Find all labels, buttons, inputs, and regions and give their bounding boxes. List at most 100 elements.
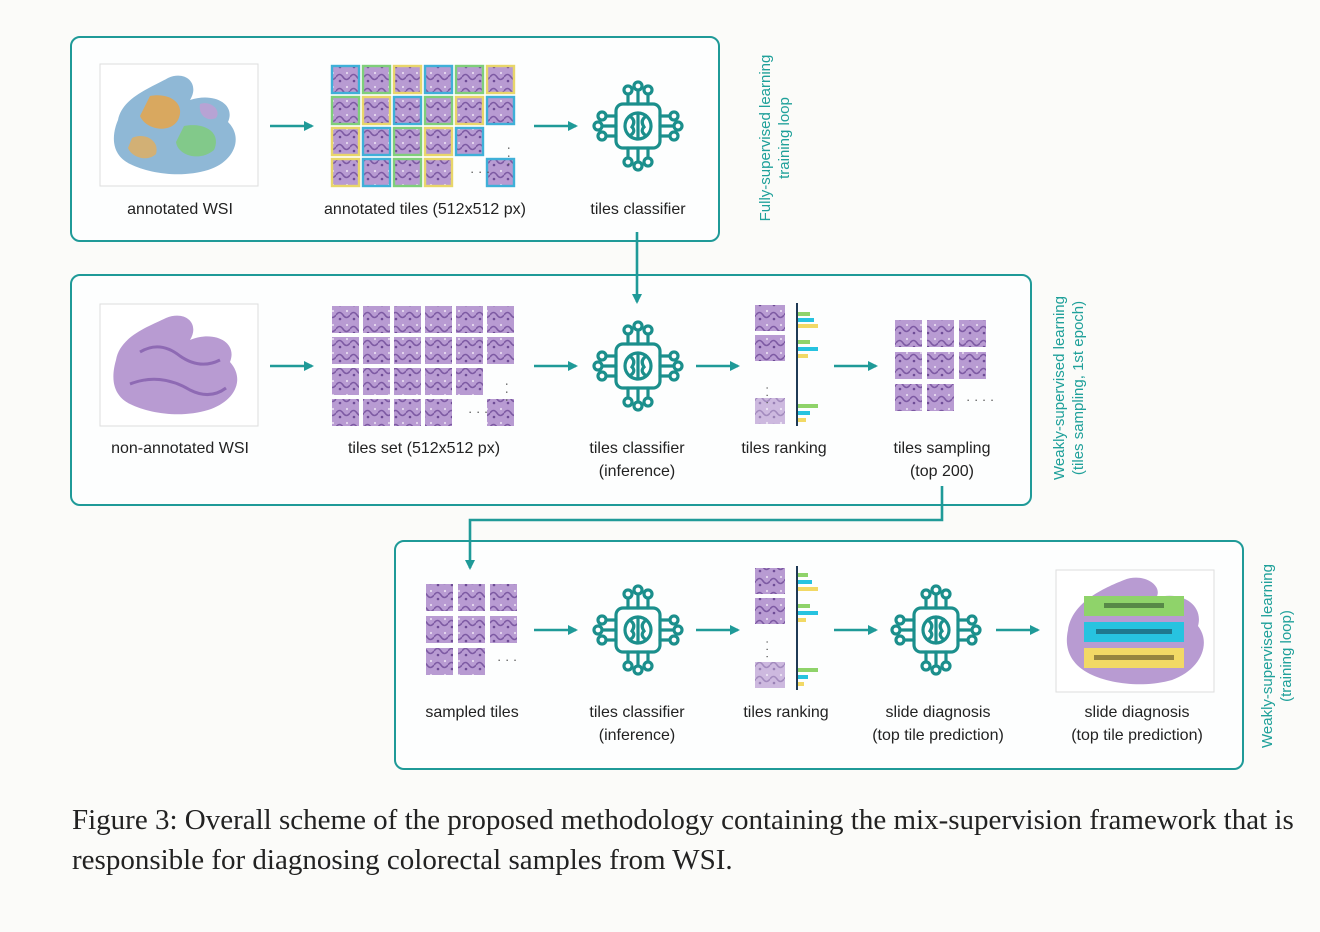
label-tiles-ranking: tiles ranking: [741, 440, 827, 457]
figure-caption: Figure 3: Overall scheme of the proposed…: [72, 804, 1294, 876]
tile: [485, 157, 516, 188]
tile: [425, 306, 452, 333]
sampled-tiles-loop-grid: [426, 584, 517, 675]
tile: [394, 306, 421, 333]
tile: [332, 337, 359, 364]
tile: [456, 337, 483, 364]
tile: [330, 157, 361, 188]
tile: [458, 584, 485, 611]
sampled-ellipsis: · · ·: [497, 652, 517, 667]
tile: [895, 352, 922, 379]
tile: [392, 64, 423, 95]
tile: [363, 306, 390, 333]
tile: [927, 320, 954, 347]
tile: [485, 95, 516, 126]
tiles-ellipsis-v: · · ·: [502, 146, 517, 166]
label-tiles-classifier-inference: tiles classifier(inference): [589, 440, 685, 480]
slide-diagnosis-image: [1055, 569, 1215, 693]
tile: [426, 616, 453, 643]
tile: [425, 368, 452, 395]
tile: [332, 399, 359, 426]
tile: [425, 337, 452, 364]
tile: [363, 368, 390, 395]
side-label-weakly-training: Weakly-supervised learning(training loop…: [1259, 564, 1295, 748]
tiles-classifier-inference-icon: [592, 320, 684, 412]
tile: [330, 64, 361, 95]
label-tiles-set: tiles set (512x512 px): [347, 440, 501, 457]
tile: [487, 399, 514, 426]
label-slide-diagnosis-2: slide diagnosis(top tile prediction): [1071, 704, 1203, 744]
tile: [330, 95, 361, 126]
tile: [361, 64, 392, 95]
tiles-set-ellipsis-h: · · ·: [468, 404, 488, 419]
tile: [361, 126, 392, 157]
non-annotated-wsi-image: [99, 303, 259, 427]
tile: [392, 95, 423, 126]
tile: [490, 584, 517, 611]
tile: [959, 320, 986, 347]
label-non-annotated-wsi: non-annotated WSI: [111, 440, 249, 457]
tile: [456, 306, 483, 333]
tile: [487, 306, 514, 333]
tiles-set-grid: [332, 306, 514, 426]
loop-classifier-icon: [592, 584, 684, 676]
svg-text:· · ·: · · ·: [761, 640, 775, 659]
tile: [487, 337, 514, 364]
tiles-set-ellipsis-v: · · ·: [500, 382, 515, 402]
tile: [927, 352, 954, 379]
sampled-tiles-grid: [895, 320, 986, 411]
label-tiles-sampling: tiles sampling(top 200): [893, 440, 991, 480]
tile: [426, 648, 453, 675]
tile: [330, 126, 361, 157]
label-sampled-tiles: sampled tiles: [425, 704, 519, 721]
tile: [361, 157, 392, 188]
label-loop-classifier: tiles classifier(inference): [589, 704, 685, 744]
side-label-weakly-sampling: Weakly-supervised learning(tiles samplin…: [1051, 296, 1087, 480]
tile: [423, 95, 454, 126]
tile: [426, 584, 453, 611]
label-loop-tiles-ranking: tiles ranking: [743, 704, 829, 721]
tile: [458, 648, 485, 675]
tiles-classifier-icon: [592, 80, 684, 172]
annotated-wsi-image: [99, 63, 259, 187]
annotated-tiles-grid: [330, 64, 516, 188]
tile: [485, 64, 516, 95]
label-tiles-classifier: tiles classifier: [590, 201, 686, 218]
label-slide-diagnosis-1: slide diagnosis(top tile prediction): [872, 704, 1004, 744]
tile: [332, 368, 359, 395]
tile: [394, 368, 421, 395]
tile: [454, 64, 485, 95]
tile: [458, 616, 485, 643]
tile: [895, 320, 922, 347]
label-annotated-tiles: annotated tiles (512x512 px): [324, 201, 526, 218]
tile: [392, 157, 423, 188]
tile: [394, 399, 421, 426]
tile: [423, 126, 454, 157]
tile: [454, 126, 485, 157]
slide-diagnosis-icon: [890, 584, 982, 676]
svg-text:· · ·: · · ·: [761, 386, 775, 405]
tile: [363, 399, 390, 426]
tile: [332, 306, 359, 333]
sampling-ellipsis: · · · ·: [966, 392, 994, 407]
tile: [490, 616, 517, 643]
tile: [456, 368, 483, 395]
tile: [423, 157, 454, 188]
tile: [363, 337, 390, 364]
tile: [895, 384, 922, 411]
tiles-ellipsis-h: · · ·: [470, 164, 490, 179]
tiles-ranking-chart: · · ·: [755, 303, 818, 426]
loop-tiles-ranking-chart: · · ·: [755, 566, 818, 690]
tile: [927, 384, 954, 411]
tile: [394, 337, 421, 364]
tile: [361, 95, 392, 126]
tile: [423, 64, 454, 95]
label-annotated-wsi: annotated WSI: [127, 201, 233, 218]
tile: [425, 399, 452, 426]
tile: [454, 95, 485, 126]
tile: [959, 352, 986, 379]
arrow-sampling-to-sampled-tiles: [465, 486, 944, 570]
tile: [392, 126, 423, 157]
